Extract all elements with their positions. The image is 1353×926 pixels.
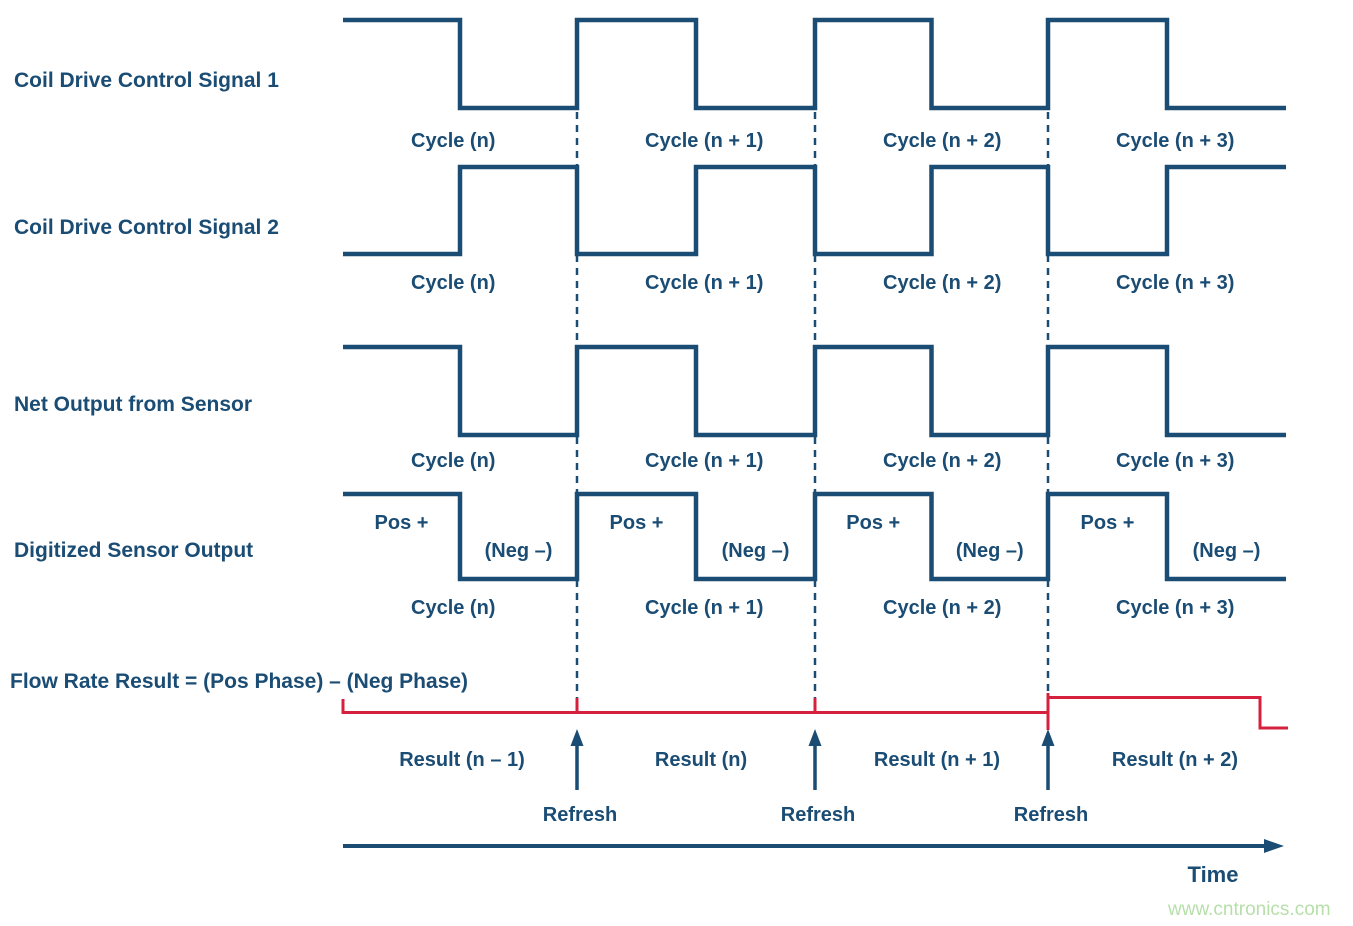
result-label: Result (n + 2) [1111, 749, 1239, 771]
pos-phase-label: Pos + [609, 512, 664, 534]
cycle-label: Cycle (n + 1) [645, 130, 764, 152]
time-axis-arrow-head [1264, 839, 1284, 853]
cycle-label: Cycle (n) [411, 450, 496, 472]
cycle-label: Cycle (n + 1) [645, 450, 764, 472]
pos-phase-label: Pos + [374, 512, 429, 534]
cycle-label: Cycle (n + 3) [1116, 272, 1235, 294]
time-axis-label: Time [1187, 862, 1239, 887]
refresh-arrow-head [808, 729, 822, 746]
neg-phase-label: (Neg –) [721, 540, 790, 562]
neg-phase-label: (Neg –) [1192, 540, 1261, 562]
cycle-label: Cycle (n + 2) [883, 272, 1002, 294]
signal-label-coil-drive-2: Coil Drive Control Signal 2 [14, 216, 279, 239]
cycle-label: Cycle (n) [411, 597, 496, 619]
result-label: Result (n) [654, 749, 748, 771]
waveform-3 [343, 344, 1286, 438]
waveform-4 [343, 491, 1286, 582]
neg-phase-label: (Neg –) [955, 540, 1024, 562]
signal-label-digitized-output: Digitized Sensor Output [14, 539, 254, 562]
refresh-arrow-head [570, 729, 584, 746]
signal-label-net-output: Net Output from Sensor [14, 393, 253, 416]
cycle-label: Cycle (n + 2) [883, 130, 1002, 152]
refresh-arrow-head [1041, 729, 1055, 746]
watermark: www.cntronics.com [1168, 899, 1331, 920]
pos-phase-label: Pos + [846, 512, 901, 534]
flow-rate-formula-label: Flow Rate Result = (Pos Phase) – (Neg Ph… [10, 670, 469, 693]
pos-phase-label: Pos + [1080, 512, 1135, 534]
waveform-1 [343, 17, 1286, 111]
waveform-2 [343, 164, 1286, 257]
neg-phase-label: (Neg –) [484, 540, 553, 562]
result-label: Result (n + 1) [873, 749, 1001, 771]
signal-label-coil-drive-1: Coil Drive Control Signal 1 [14, 69, 279, 92]
flow-rate-result-trace [341, 693, 1288, 730]
cycle-label: Cycle (n + 3) [1116, 450, 1235, 472]
refresh-label: Refresh [780, 804, 856, 826]
cycle-label: Cycle (n + 3) [1116, 130, 1235, 152]
cycle-label: Cycle (n) [411, 130, 496, 152]
cycle-label: Cycle (n + 1) [645, 597, 764, 619]
refresh-label: Refresh [542, 804, 618, 826]
cycle-label: Cycle (n + 2) [883, 450, 1002, 472]
cycle-label: Cycle (n + 2) [883, 597, 1002, 619]
cycle-label: Cycle (n + 1) [645, 272, 764, 294]
cycle-label: Cycle (n) [411, 272, 496, 294]
refresh-label: Refresh [1013, 804, 1089, 826]
cycle-label: Cycle (n + 3) [1116, 597, 1235, 619]
result-label: Result (n – 1) [399, 749, 525, 771]
